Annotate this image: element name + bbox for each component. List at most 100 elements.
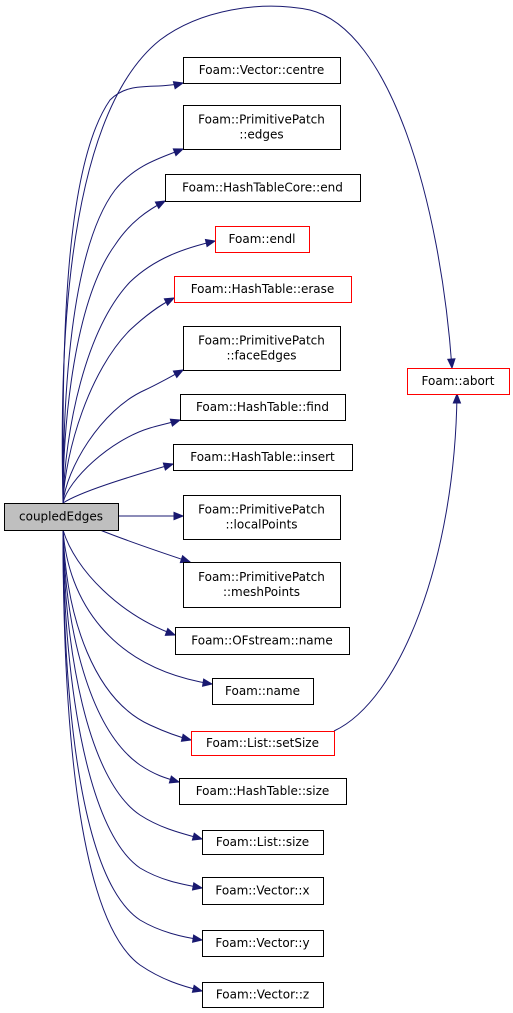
node-box-centre: [183, 57, 341, 84]
arrowhead-root-to-centre: [172, 81, 185, 90]
node-root[interactable]: coupledEdges: [4, 503, 119, 531]
node-label-z: Foam::Vector::z: [216, 988, 309, 1002]
call-edge-root-to-centre: [62, 82, 184, 504]
node-endl[interactable]: Foam::endl: [215, 226, 310, 253]
node-box-y: [202, 930, 324, 957]
node-label-faceEdges-line1: Foam::PrimitivePatch: [198, 334, 325, 348]
node-centre[interactable]: Foam::Vector::centre: [183, 57, 341, 84]
node-end[interactable]: Foam::HashTableCore::end: [165, 174, 361, 202]
node-box-setSize: [191, 731, 335, 756]
node-label-setSize: Foam::List::setSize: [206, 736, 319, 750]
node-box-localPoints: [183, 495, 341, 540]
arrowhead-root-to-end: [154, 200, 167, 210]
node-faceEdges[interactable]: Foam::PrimitivePatch::faceEdges: [183, 326, 341, 371]
node-box-z: [202, 982, 324, 1008]
node-insert[interactable]: Foam::HashTable::insert: [173, 444, 353, 471]
node-label-htsize: Foam::HashTable::size: [196, 784, 330, 798]
node-box-end: [165, 174, 361, 202]
arrowhead-root-to-faceEdges: [172, 369, 185, 379]
arrowhead-root-to-listsize: [191, 832, 204, 841]
node-label-endl: Foam::endl: [229, 232, 296, 246]
node-ofname[interactable]: Foam::OFstream::name: [175, 627, 350, 655]
node-label-name: Foam::name: [225, 684, 300, 698]
node-label-y: Foam::Vector::y: [215, 936, 309, 950]
arrowhead-root-to-ofname: [164, 627, 177, 636]
arrowhead-root-to-erase: [163, 297, 176, 307]
node-label-centre: Foam::Vector::centre: [199, 63, 324, 77]
call-edge-root-to-y: [62, 529, 203, 941]
arrowhead-root-to-htsize: [168, 775, 181, 784]
arrowhead-root-to-insert: [162, 462, 175, 471]
call-edge-root-to-erase: [62, 297, 175, 504]
node-x[interactable]: Foam::Vector::x: [202, 877, 324, 905]
arrowhead-root-to-find: [169, 418, 182, 427]
call-edge-root-to-faceEdges: [62, 369, 184, 504]
call-edge-setSize-to-abort: [333, 393, 458, 732]
call-edge-root-to-name: [62, 529, 213, 685]
node-z[interactable]: Foam::Vector::z: [202, 982, 324, 1008]
arrowhead-root-to-abort: [446, 358, 456, 370]
arrowhead-root-to-setSize: [180, 733, 193, 742]
node-box-erase: [174, 276, 352, 303]
node-label-root: coupledEdges: [19, 510, 103, 524]
arrowhead-root-to-x: [191, 882, 204, 891]
arrowhead-root-to-name: [201, 678, 214, 687]
node-box-htsize: [179, 778, 347, 805]
call-edge-root-to-abort: [61, 5, 453, 504]
node-box-insert: [173, 444, 353, 471]
node-label-find: Foam::HashTable::find: [196, 400, 329, 414]
node-box-root: [4, 503, 119, 531]
node-listsize[interactable]: Foam::List::size: [202, 830, 324, 855]
node-localPoints[interactable]: Foam::PrimitivePatch::localPoints: [183, 495, 341, 540]
node-meshPoints[interactable]: Foam::PrimitivePatch::meshPoints: [183, 562, 341, 608]
node-label-localPoints-line1: Foam::PrimitivePatch: [198, 503, 325, 517]
node-label-edges-line2: ::edges: [239, 128, 283, 142]
node-label-meshPoints-line1: Foam::PrimitivePatch: [198, 570, 325, 584]
arrowhead-root-to-z: [191, 984, 204, 993]
node-label-edges-line1: Foam::PrimitivePatch: [198, 113, 325, 127]
call-edge-root-to-z: [62, 529, 203, 992]
node-htsize[interactable]: Foam::HashTable::size: [179, 778, 347, 805]
arrowhead-setSize-to-abort: [452, 392, 462, 404]
node-label-listsize: Foam::List::size: [216, 835, 309, 849]
node-box-listsize: [202, 830, 324, 855]
node-name[interactable]: Foam::name: [212, 678, 314, 705]
node-erase[interactable]: Foam::HashTable::erase: [174, 276, 352, 303]
call-edge-root-to-ofname: [62, 529, 176, 636]
call-edge-root-to-find: [62, 419, 181, 504]
call-edge-root-to-setSize: [62, 529, 192, 741]
node-label-abort: Foam::abort: [422, 374, 495, 388]
node-box-edges: [183, 105, 341, 150]
node-box-ofname: [175, 627, 350, 655]
arrowhead-root-to-edges: [172, 148, 185, 157]
node-label-erase: Foam::HashTable::erase: [191, 282, 335, 296]
arrowhead-root-to-endl: [204, 238, 217, 248]
node-label-meshPoints-line2: ::meshPoints: [223, 585, 300, 599]
node-label-faceEdges-line2: ::faceEdges: [226, 349, 296, 363]
node-abort[interactable]: Foam::abort: [407, 368, 510, 395]
arrowhead-root-to-localPoints: [173, 511, 185, 521]
node-box-find: [180, 394, 346, 421]
node-find[interactable]: Foam::HashTable::find: [180, 394, 346, 421]
node-setSize[interactable]: Foam::List::setSize: [191, 731, 335, 756]
node-label-x: Foam::Vector::x: [215, 884, 309, 898]
node-box-endl: [215, 226, 310, 253]
arrowhead-root-to-meshPoints: [179, 554, 192, 564]
call-edge-root-to-edges: [62, 148, 184, 504]
call-edge-root-to-insert: [62, 463, 174, 504]
node-label-localPoints-line2: ::localPoints: [225, 518, 297, 532]
arrowhead-root-to-y: [191, 934, 204, 943]
node-box-x: [202, 877, 324, 905]
call-edge-root-to-endl: [62, 240, 216, 504]
node-box-faceEdges: [183, 326, 341, 371]
call-nodes: coupledEdges Foam::Vector::centreFoam::Pr…: [4, 57, 510, 1008]
node-y[interactable]: Foam::Vector::y: [202, 930, 324, 957]
node-box-abort: [407, 368, 510, 395]
node-edges[interactable]: Foam::PrimitivePatch::edges: [183, 105, 341, 150]
call-edge-root-to-listsize: [62, 529, 203, 840]
node-box-meshPoints: [183, 562, 341, 608]
call-edge-root-to-meshPoints: [99, 529, 191, 563]
node-label-insert: Foam::HashTable::insert: [190, 450, 335, 464]
call-edges: [61, 5, 462, 993]
